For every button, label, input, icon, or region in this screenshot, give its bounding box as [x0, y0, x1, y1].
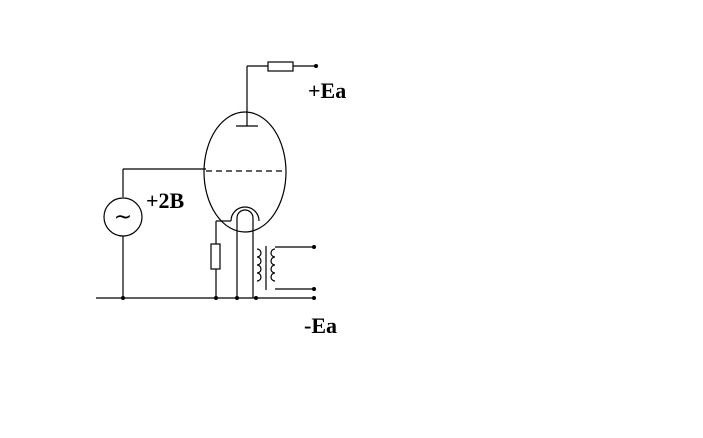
grid-bias-label: +2B: [146, 188, 185, 213]
tube-envelope: [203, 111, 287, 233]
anode-resistor: [267, 61, 294, 72]
plus-ea-terminal: [314, 64, 318, 68]
plus-ea-label: +Ea: [308, 78, 346, 103]
junction-source: [121, 296, 125, 300]
secondary-terminal-top: [312, 245, 316, 249]
transformer-primary-coil: [256, 248, 262, 282]
cathode-arc: [230, 206, 260, 222]
ac-source-symbol: ~: [114, 205, 132, 230]
secondary-terminal-bottom: [312, 287, 316, 291]
cathode-resistor: [210, 243, 221, 270]
transformer-secondary-coil: [270, 248, 276, 282]
heater-filament: [236, 209, 254, 298]
junction-filament-2: [254, 296, 258, 300]
junction-resistor: [214, 296, 218, 300]
junction-filament: [235, 296, 239, 300]
minus-ea-label: -Ea: [304, 313, 337, 338]
minus-ea-terminal: [312, 296, 316, 300]
